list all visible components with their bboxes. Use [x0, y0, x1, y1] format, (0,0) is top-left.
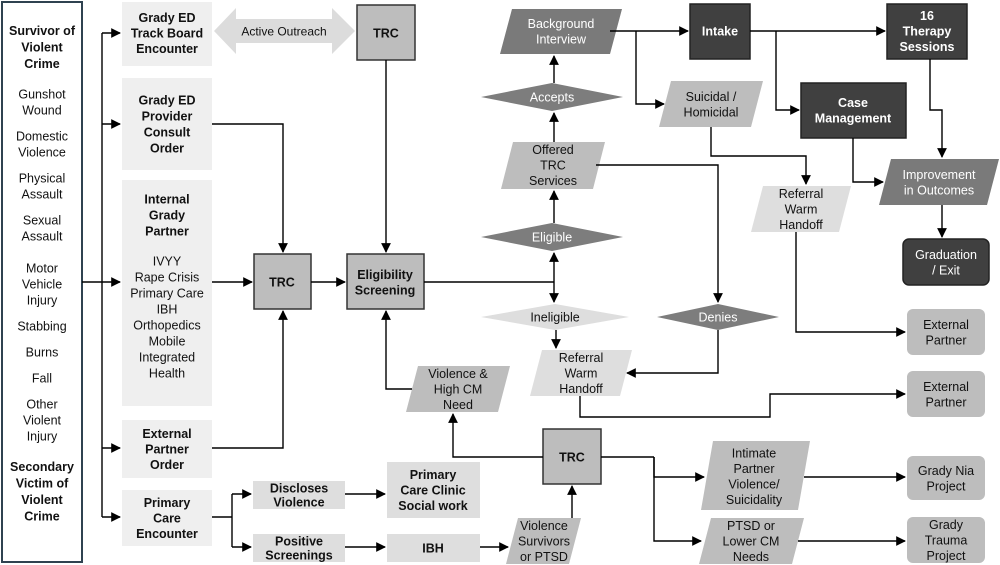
external-partner-box-2	[907, 371, 985, 417]
ineligible-label: Ineligible	[530, 311, 579, 325]
suicidal-homicidal-shape	[659, 81, 763, 127]
suicidal-label: Suicidal /Homicidal	[684, 90, 739, 120]
ibh-box	[387, 534, 480, 562]
improvement-shape	[879, 159, 999, 205]
trc-bottom-label: TRC	[559, 451, 585, 465]
internal-partner-box	[122, 180, 212, 406]
violence-high-cm-shape	[406, 366, 510, 412]
accepts-diamond	[481, 83, 623, 111]
trc-box-top	[356, 4, 416, 61]
discloses-violence-box	[253, 481, 345, 509]
provider-consult-box	[122, 78, 212, 170]
graduation-box	[902, 238, 990, 286]
active-outreach-arrow	[214, 8, 355, 54]
intake-box	[689, 3, 751, 60]
intimate-partner-shape	[701, 441, 810, 510]
eligible-diamond	[481, 223, 623, 251]
active-outreach-label: Active Outreach	[241, 25, 326, 39]
ptsd-lower-cm-shape	[699, 518, 804, 564]
accepts-label: Accepts	[530, 91, 574, 105]
offered-services-shape	[501, 142, 605, 189]
intake-label: Intake	[702, 25, 738, 39]
external-partner-box-1	[907, 309, 985, 355]
trc-box-left	[253, 253, 312, 310]
connectors	[82, 26, 947, 552]
graduation-label: Graduation/ Exit	[915, 248, 977, 278]
external-partner-order-box	[122, 420, 212, 478]
eligibility-screening-box	[346, 253, 425, 310]
grady-trauma-box	[907, 517, 985, 563]
trc-top-label: TRC	[373, 27, 399, 41]
sidebar-panel	[1, 1, 83, 563]
grady-nia-box	[907, 456, 985, 500]
positive-screenings-box	[253, 534, 345, 562]
ineligible-diamond	[481, 304, 629, 330]
primary-care-clinic-box	[387, 462, 480, 518]
sidebar-item-7: Fall	[32, 372, 52, 386]
therapy-sessions-box	[886, 3, 968, 60]
denies-diamond	[657, 304, 779, 330]
eligible-label: Eligible	[532, 231, 572, 245]
background-interview-shape	[500, 9, 622, 54]
denies-label: Denies	[699, 311, 738, 325]
sidebar-item-6: Burns	[26, 346, 59, 360]
referral-top-shape	[751, 186, 851, 232]
track-board-box	[122, 2, 212, 66]
violence-survivors-shape	[506, 518, 581, 564]
trc-left-label: TRC	[269, 276, 295, 290]
ibh-label: IBH	[422, 542, 444, 556]
referral-bottom-shape	[530, 350, 632, 396]
primary-care-encounter-box	[122, 490, 212, 546]
sidebar-item-5: Stabbing	[17, 320, 66, 334]
